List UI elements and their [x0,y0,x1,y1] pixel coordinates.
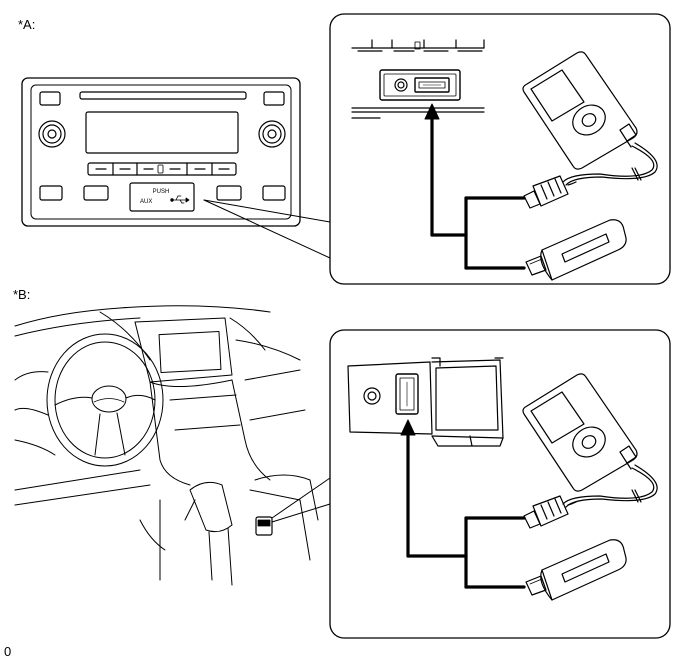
connection-tree-a [424,103,526,270]
push-text: PUSH [153,189,170,195]
mp3-player-icon [522,51,658,186]
callout-lines-a [203,199,331,259]
connection-tree-b [400,419,526,589]
callout-lines-b [271,477,331,523]
usb-symbol-icon [170,195,190,204]
car-interior-sketch [14,305,319,586]
radio-head-unit: PUSH AUX [21,77,301,227]
usb-cable-plug-icon [523,495,577,529]
usb-flash-drive-icon [525,539,627,601]
section-b-label: *B: [13,287,31,302]
aux-text: AUX [140,199,152,205]
section-a-label: *A: [18,17,36,32]
detail-box-b [329,329,671,639]
footer-code: 0 [4,644,12,659]
mp3-player-icon [522,373,658,508]
usb-flash-drive-icon [525,219,627,281]
detail-box-a [329,13,671,285]
usb-cable-plug-icon [523,175,577,209]
